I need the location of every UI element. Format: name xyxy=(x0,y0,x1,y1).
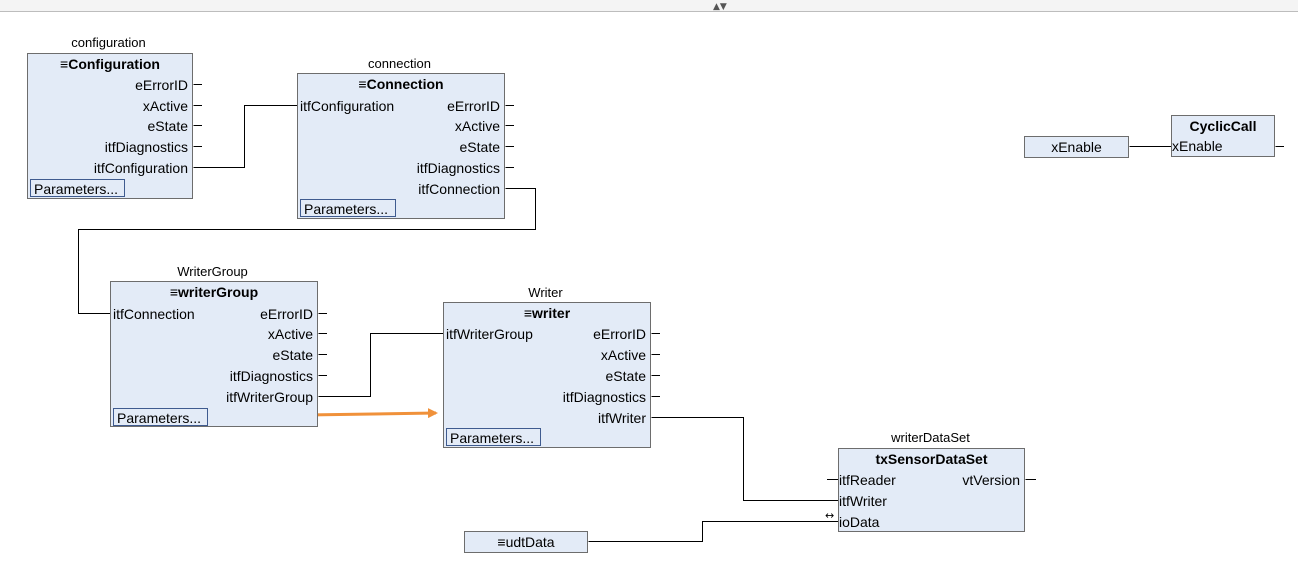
output-pin[interactable]: itfWriterGroup xyxy=(226,389,313,405)
wire-udtdata-iodata xyxy=(588,521,838,542)
input-pin[interactable]: itfReader xyxy=(839,472,896,488)
writer-parameters-button[interactable]: Parameters... xyxy=(446,428,541,446)
function-block-icon: ≡ xyxy=(358,76,367,92)
top-editor-strip: ▲▼ xyxy=(0,0,1298,12)
output-pin[interactable]: xActive xyxy=(454,118,500,134)
output-pin[interactable]: eErrorID xyxy=(593,326,646,342)
output-pin[interactable]: itfConfiguration xyxy=(93,160,188,176)
splitter-arrows-icon[interactable]: ▲▼ xyxy=(713,2,727,12)
function-block-icon: ≡ xyxy=(523,305,533,321)
output-pin[interactable]: itfDiagnostics xyxy=(229,368,313,384)
inout-arrow-icon: ↔ xyxy=(825,509,835,522)
pin-stub xyxy=(193,84,202,147)
output-pin[interactable]: eErrorID xyxy=(447,98,500,114)
pin-stub xyxy=(505,105,514,168)
output-pin[interactable]: xActive xyxy=(600,347,646,363)
xenable-variable[interactable]: xEnable xyxy=(1024,136,1129,158)
pin-stub xyxy=(651,333,660,397)
output-pin[interactable]: eState xyxy=(272,347,313,363)
writergroup-instance-name: WriterGroup xyxy=(177,264,248,279)
output-pin[interactable]: itfDiagnostics xyxy=(562,389,646,405)
output-pin[interactable]: itfConnection xyxy=(418,181,500,197)
inout-pin[interactable]: ioData xyxy=(839,514,880,530)
configuration-block[interactable]: ≡Configuration eErrorID xActive eState i… xyxy=(27,53,193,199)
configuration-parameters-button[interactable]: Parameters... xyxy=(30,179,125,197)
writer-block[interactable]: ≡writer itfWriterGroup eErrorID xActive … xyxy=(443,302,651,448)
structure-icon: ≡ xyxy=(497,534,506,550)
connection-instance-name: connection xyxy=(368,56,431,71)
writer-instance-name: Writer xyxy=(528,285,563,300)
output-pin[interactable]: itfDiagnostics xyxy=(416,160,500,176)
writergroup-block[interactable]: ≡writerGroup itfConnection eErrorID xAct… xyxy=(110,281,318,427)
cycliccall-block-title: CyclicCall xyxy=(1189,118,1257,134)
pin-stub xyxy=(318,313,327,376)
input-pin[interactable]: itfWriterGroup xyxy=(446,326,533,342)
output-pin[interactable]: eState xyxy=(459,139,500,155)
writer-block-title: ≡writer xyxy=(523,305,571,321)
writergroup-block-title: ≡writerGroup xyxy=(169,284,259,300)
wire-writer-dataset xyxy=(651,417,838,501)
connection-block-title: ≡Connection xyxy=(358,76,444,92)
input-pin[interactable]: itfWriter xyxy=(839,493,887,509)
input-pin[interactable]: xEnable xyxy=(1172,138,1223,154)
output-pin[interactable]: itfDiagnostics xyxy=(104,139,188,155)
writerdataset-block[interactable]: txSensorDataSet itfReader itfWriter ioDa… xyxy=(838,448,1025,532)
wire-configuration-connection xyxy=(193,105,297,168)
function-block-icon: ≡ xyxy=(60,56,69,72)
output-pin[interactable]: itfWriter xyxy=(598,410,646,426)
input-pin[interactable]: itfConnection xyxy=(113,306,195,322)
writerdataset-instance-name: writerDataSet xyxy=(891,430,970,445)
output-pin[interactable]: eState xyxy=(147,118,188,134)
output-pin[interactable]: xActive xyxy=(267,326,313,342)
udtdata-variable[interactable]: ≡udtData xyxy=(464,531,588,553)
output-pin[interactable]: eState xyxy=(605,368,646,384)
configuration-instance-name: configuration xyxy=(71,35,146,50)
configuration-block-title: ≡Configuration xyxy=(60,56,160,72)
output-pin[interactable]: vtVersion xyxy=(962,472,1020,488)
writergroup-parameters-button[interactable]: Parameters... xyxy=(113,408,208,426)
wire-connection-writergroup xyxy=(78,188,536,314)
input-pin[interactable]: itfConfiguration xyxy=(300,98,395,114)
connection-parameters-button[interactable]: Parameters... xyxy=(300,199,396,217)
wire-writergroup-writer xyxy=(318,333,443,397)
output-pin[interactable]: eErrorID xyxy=(260,306,313,322)
output-pin[interactable]: eErrorID xyxy=(135,77,188,93)
connection-block[interactable]: ≡Connection itfConfiguration eErrorID xA… xyxy=(297,73,505,219)
function-block-icon: ≡ xyxy=(169,284,179,300)
output-pin[interactable]: xActive xyxy=(142,98,188,114)
cycliccall-block[interactable]: CyclicCall xEnable xyxy=(1171,115,1275,157)
writerdataset-block-title: txSensorDataSet xyxy=(875,451,988,467)
